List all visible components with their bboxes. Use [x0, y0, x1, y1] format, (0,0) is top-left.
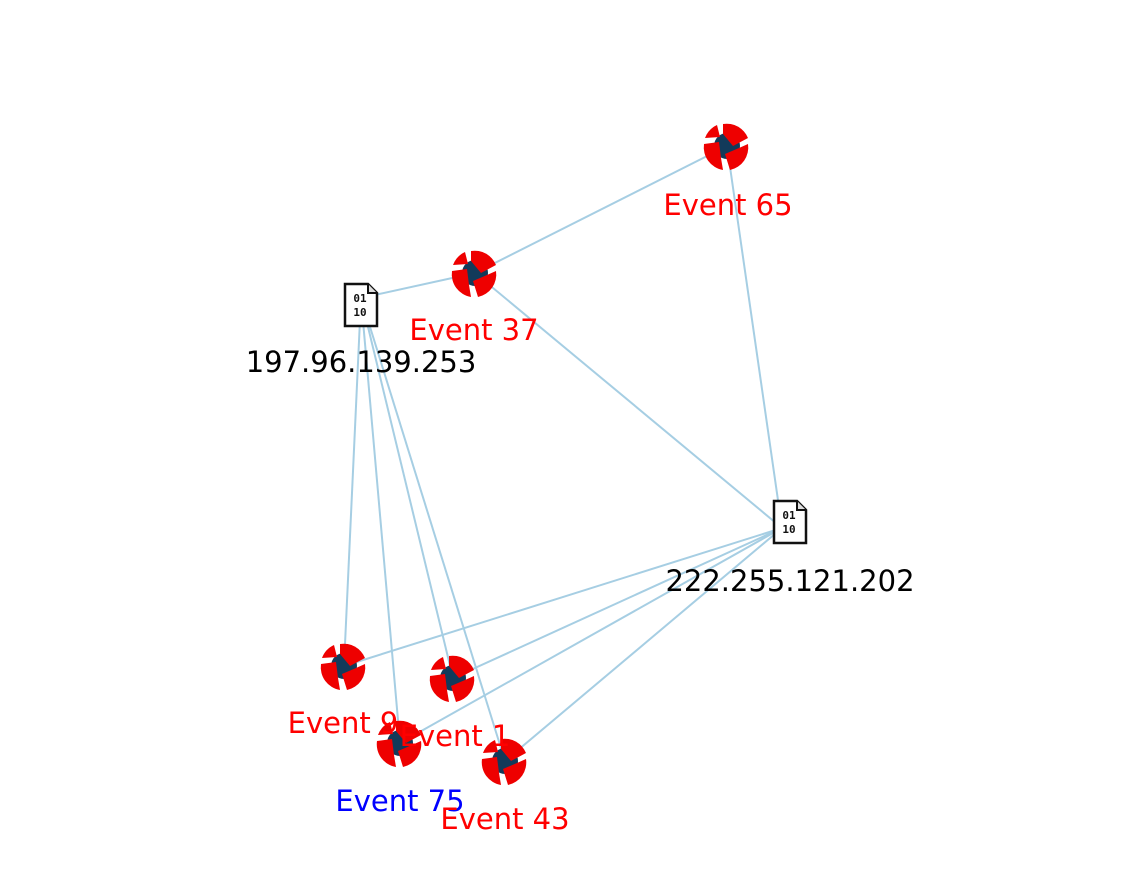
edge-ip1-e75 — [360, 297, 401, 744]
edge-e65-ip2 — [726, 145, 783, 529]
node-ip2[interactable] — [772, 499, 808, 545]
edge-ip2-e75 — [399, 527, 783, 744]
node-e65[interactable] — [703, 123, 749, 170]
binary-file-icon[interactable] — [772, 499, 808, 545]
event-icon[interactable] — [320, 643, 366, 690]
edge-ip2-e9 — [343, 527, 783, 667]
edge-ip2-e43 — [504, 527, 783, 762]
node-label-e1: Event 1 — [400, 719, 511, 753]
edge-ip1-e1 — [360, 297, 454, 679]
edge-ip1-e9 — [343, 297, 362, 667]
node-label-e75: Event 75 — [335, 784, 464, 818]
node-e1[interactable] — [429, 655, 475, 702]
edges-layer — [343, 145, 783, 762]
node-label-e65: Event 65 — [663, 188, 792, 222]
node-label-e43: Event 43 — [440, 802, 569, 836]
event-icon[interactable] — [451, 250, 497, 297]
edge-ip2-e1 — [452, 527, 783, 679]
binary-file-icon[interactable] — [343, 282, 379, 328]
node-e9[interactable] — [320, 643, 366, 690]
event-icon[interactable] — [429, 655, 475, 702]
node-e37[interactable] — [451, 250, 497, 297]
edge-e37-ip2 — [474, 272, 783, 529]
edge-ip1-e43 — [360, 297, 506, 762]
node-ip1[interactable] — [343, 282, 379, 328]
edge-e37-e65 — [474, 145, 728, 274]
node-label-e9: Event 9 — [288, 706, 399, 740]
node-label-ip2: 222.255.121.202 — [665, 564, 914, 598]
node-label-e37: Event 37 — [409, 313, 538, 347]
event-icon[interactable] — [703, 123, 749, 170]
node-label-ip1: 197.96.139.253 — [246, 345, 477, 379]
